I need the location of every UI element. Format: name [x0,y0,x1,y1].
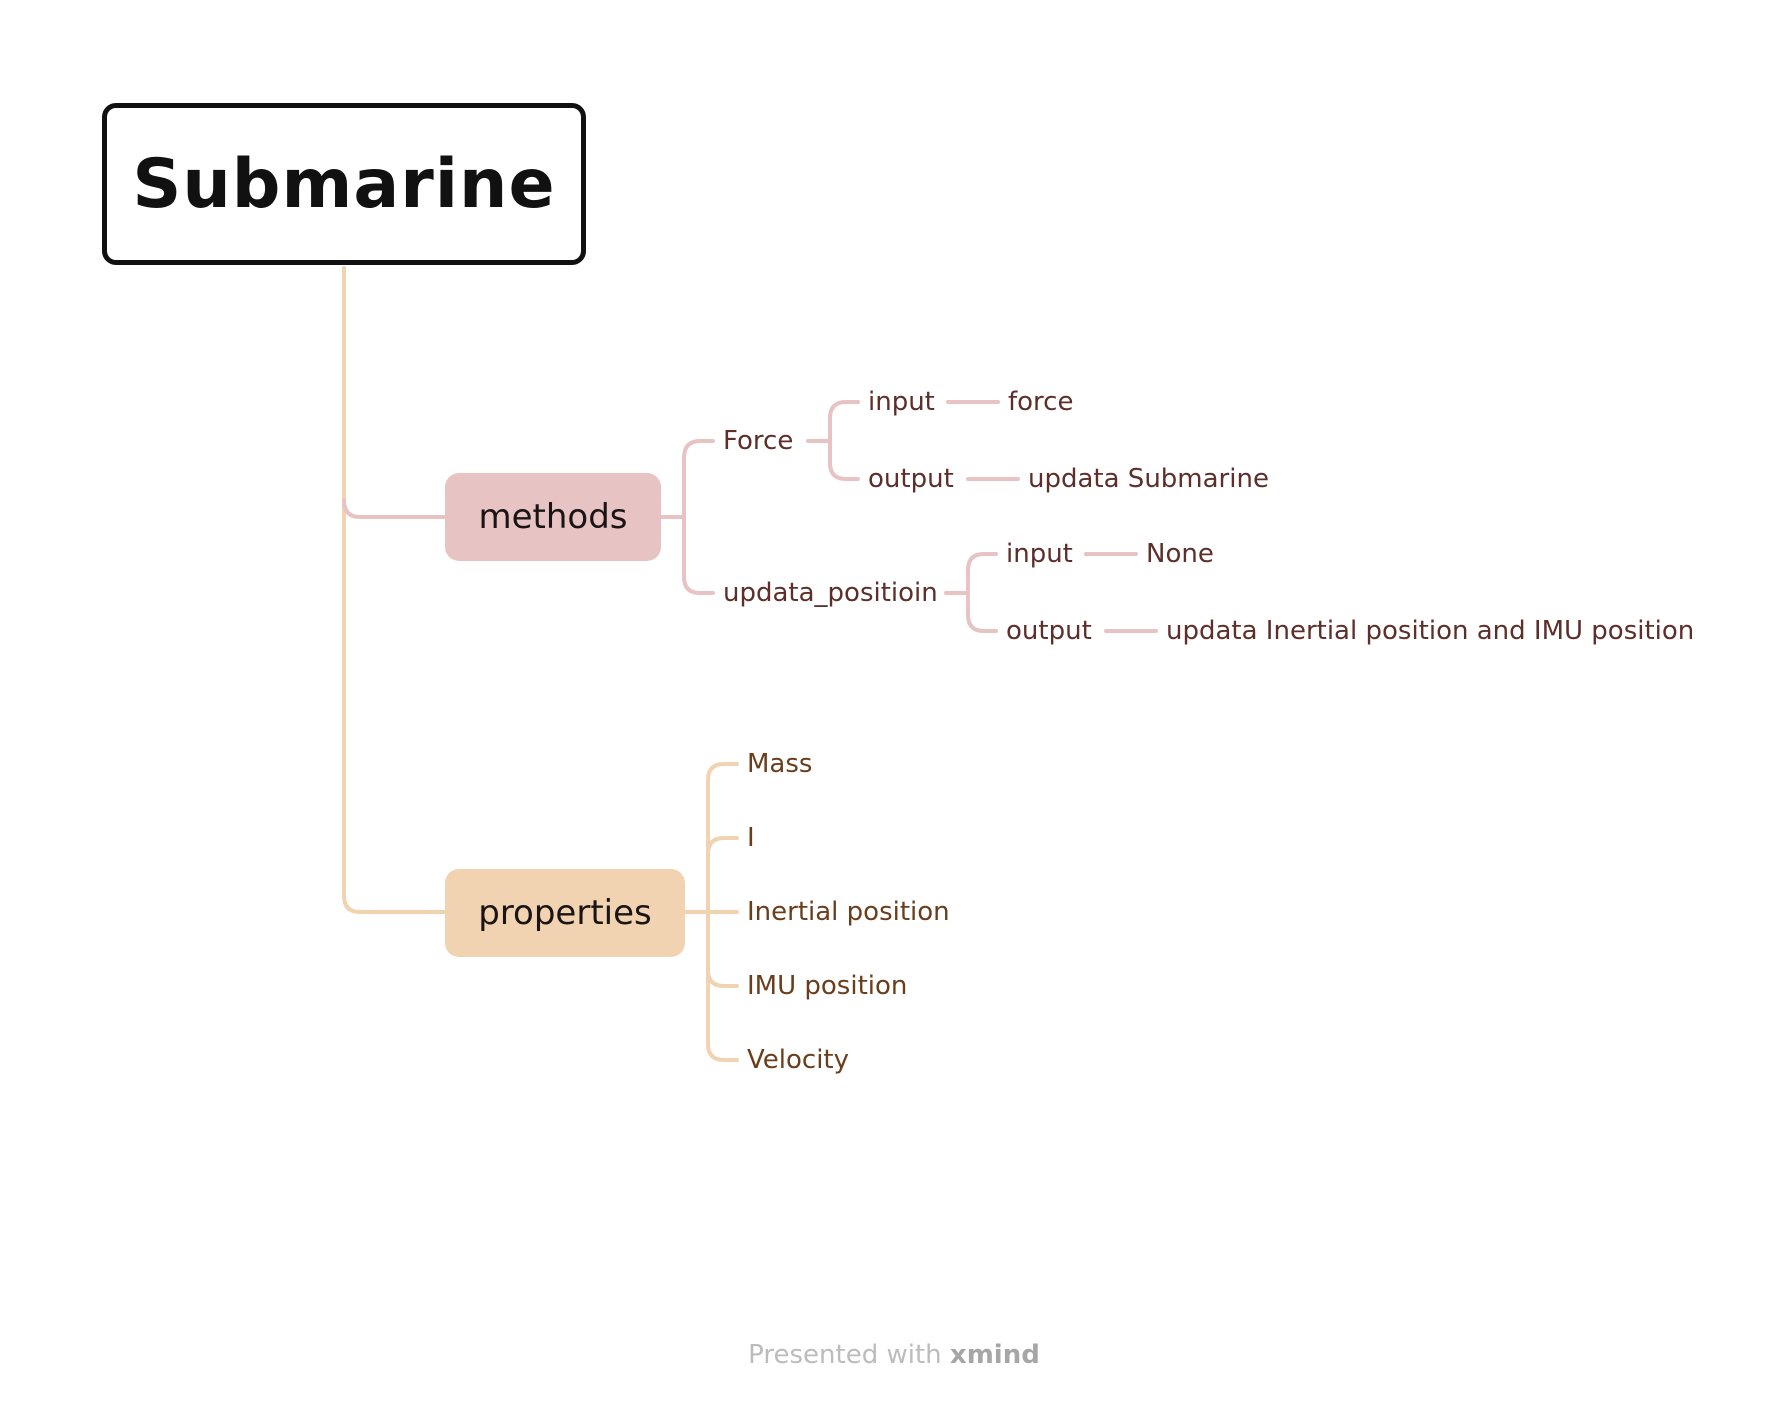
topic-imu-position[interactable]: IMU position [747,971,908,1001]
branch-methods[interactable]: methods [445,473,661,561]
footer-credit: Presented with xmind [0,1340,1788,1370]
topic-i[interactable]: I [747,823,755,853]
topic-updata-input[interactable]: input [1006,539,1073,569]
topic-updata-positioin[interactable]: updata_positioin [723,578,938,608]
connector-root-methods [342,498,447,519]
connector-updata-children [944,552,998,633]
topic-force-input[interactable]: input [868,387,935,417]
connector-force-children [806,400,860,481]
connector-properties-children [683,762,739,1062]
topic-force-output-value[interactable]: updata Submarine [1028,464,1269,494]
topic-force-input-value[interactable]: force [1008,387,1074,417]
connector-root-properties [342,266,447,914]
branch-methods-label: methods [478,497,628,537]
topic-updata-output[interactable]: output [1006,616,1092,646]
topic-velocity[interactable]: Velocity [747,1045,849,1075]
footer-prefix: Presented with [748,1340,942,1370]
topic-updata-input-value[interactable]: None [1146,539,1214,569]
root-topic-label: Submarine [132,144,556,224]
topic-force[interactable]: Force [723,426,794,456]
branch-properties-label: properties [478,893,652,933]
connector-methods-children [659,439,715,595]
topic-force-output[interactable]: output [868,464,954,494]
topic-updata-output-value[interactable]: updata Inertial position and IMU positio… [1166,616,1695,646]
branch-properties[interactable]: properties [445,869,685,957]
topic-inertial-position[interactable]: Inertial position [747,897,950,927]
root-topic[interactable]: Submarine [102,103,586,265]
footer-brand: xmind [949,1340,1040,1370]
topic-mass[interactable]: Mass [747,749,813,779]
